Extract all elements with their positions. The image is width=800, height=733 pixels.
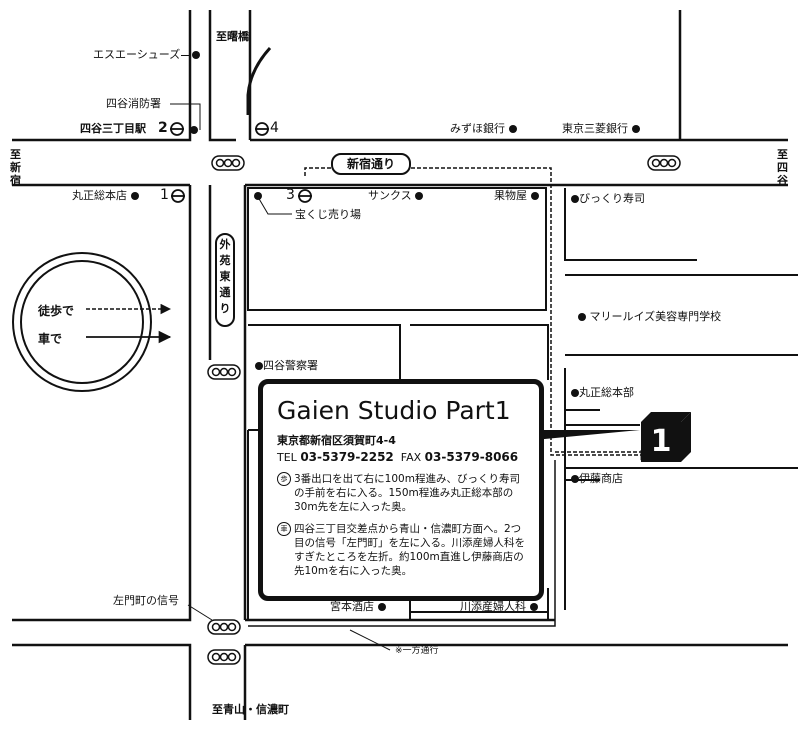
note-one-way: ※一方通行 — [395, 646, 439, 656]
legend-inner-ring — [20, 260, 144, 384]
landmark-mizuho: みずほ銀行 — [450, 122, 517, 136]
direction-east: 至四谷 — [777, 148, 788, 187]
landmark-marusho-hq: 丸正総本部 — [571, 386, 634, 400]
landmark-kawazoe: 川添産婦人科 — [460, 600, 538, 614]
traffic-signals — [207, 155, 681, 665]
subway-icon-exit-2 — [170, 122, 184, 136]
one-way-leader — [349, 629, 391, 651]
landmark-marylouise: マリールイズ美容専門学校 — [578, 310, 721, 324]
lottery-dot — [254, 192, 262, 200]
subway-icon-exit-1 — [171, 189, 185, 203]
one-way-road — [248, 460, 556, 627]
curved-road — [246, 46, 272, 115]
subway-icon-exit-4 — [255, 122, 269, 136]
studio-building-icon — [641, 412, 691, 462]
callout-pointer — [534, 430, 640, 440]
station-exit-4: 4 — [270, 120, 279, 136]
tel-label: TEL — [277, 451, 297, 464]
station-exit-3: 3 — [286, 187, 295, 203]
road-gaien-higashi: 外苑東通り — [215, 233, 235, 327]
signal-top-right — [647, 155, 681, 171]
signal-mid — [207, 364, 241, 380]
signal-samoncho — [207, 619, 241, 635]
landmark-mufg: 東京三菱銀行 — [562, 122, 640, 136]
landmark-shoes: エスエーシューズ — [93, 48, 201, 62]
walk-route — [304, 167, 652, 461]
car-mark-icon: 車 — [277, 522, 291, 536]
subway-icons — [170, 122, 312, 203]
landmark-lottery: 宝くじ売り場 — [295, 208, 361, 221]
landmark-sunkus: サンクス — [368, 189, 424, 203]
landmark-bikkuri-sushi: びっくり寿司 — [571, 192, 645, 206]
fax-number: 03-5379-8066 — [424, 450, 519, 464]
direction-west: 至新宿 — [10, 148, 21, 187]
station-exit-2: 2 — [158, 120, 168, 136]
studio-address: 東京都新宿区須賀町4-4 — [277, 434, 396, 447]
landmark-ito-shoten: 伊藤商店 — [571, 472, 623, 486]
landmark-police: 四谷警察署 — [255, 359, 318, 373]
subway-icon-exit-3 — [298, 189, 312, 203]
signal-bottom — [207, 649, 241, 665]
legend: 徒歩で 車で — [12, 252, 152, 392]
walk-text: 3番出口を出て右に100m程進み、びっくり寿司の手前を右に入る。150m程進み丸… — [294, 473, 520, 513]
landmark-miyamoto: 宮本酒店 — [330, 600, 386, 614]
landmark-samoncho-signal: 左門町の信号 — [113, 594, 179, 607]
car-instructions: 車四谷三丁目交差点から青山・信濃町方面へ。2つ目の信号「左門町」を左に入る。川添… — [277, 522, 529, 578]
studio-name: Gaien Studio Part1 — [277, 396, 511, 425]
walk-mark-icon: 歩 — [277, 472, 291, 486]
signal-top-left — [211, 155, 245, 171]
direction-south: 至青山・信濃町 — [212, 703, 289, 716]
direction-north: 至曙橋 — [216, 30, 249, 43]
building-number: 1 — [650, 424, 672, 459]
studio-info-box: Gaien Studio Part1 東京都新宿区須賀町4-4 TEL 03-5… — [258, 379, 544, 601]
car-text: 四谷三丁目交差点から青山・信濃町方面へ。2つ目の信号「左門町」を左に入る。川添産… — [294, 523, 525, 577]
leader-lines — [170, 103, 292, 621]
landmark-greengrocer: 果物屋 — [494, 189, 539, 203]
landmark-marusho-honten: 丸正総本店 — [72, 189, 139, 203]
tel-number: 03-5379-2252 — [300, 450, 394, 464]
road-lines — [12, 10, 788, 720]
road-shinjuku-dori: 新宿通り — [331, 153, 411, 175]
landmark-fire-station: 四谷消防署 — [106, 97, 161, 110]
studio-contact: TEL 03-5379-2252 FAX 03-5379-8066 — [277, 450, 518, 464]
station-dot — [190, 126, 198, 134]
legend-walk: 徒歩で — [38, 304, 75, 318]
legend-car: 車で — [38, 332, 63, 346]
station-exit-1: 1 — [160, 187, 169, 203]
fax-label: FAX — [400, 451, 422, 464]
station-yotsuya-sanchome: 四谷三丁目駅 — [80, 122, 146, 135]
